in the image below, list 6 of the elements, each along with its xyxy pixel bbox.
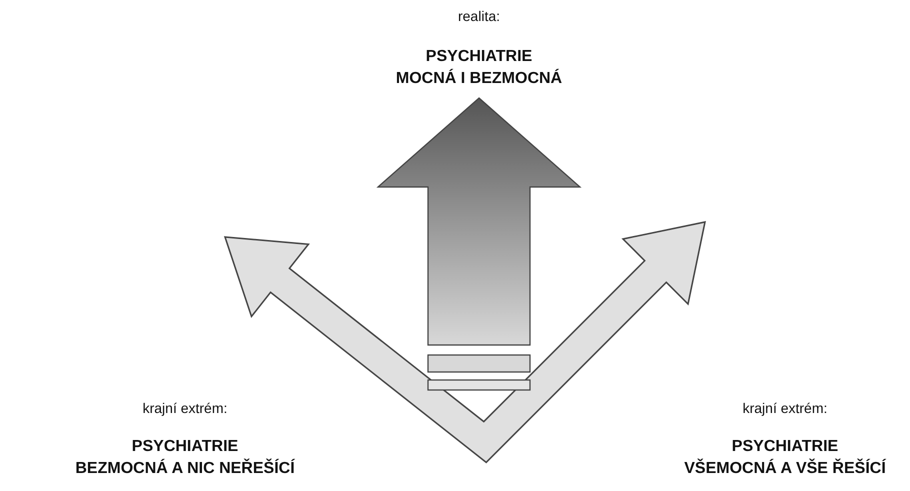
caption-text: krajní extrém: [142,400,228,416]
caption-text: krajní extrém: [742,400,828,416]
heading-text: PSYCHIATRIE VŠEMOCNÁ A VŠE ŘEŠÍCÍ [684,437,886,479]
heading-text: PSYCHIATRIE BEZMOCNÁ A NIC NEŘEŠÍCÍ [75,437,295,479]
caption-text: realita: [458,8,500,24]
heading-text: PSYCHIATRIE MOCNÁ I BEZMOCNÁ [396,47,562,89]
